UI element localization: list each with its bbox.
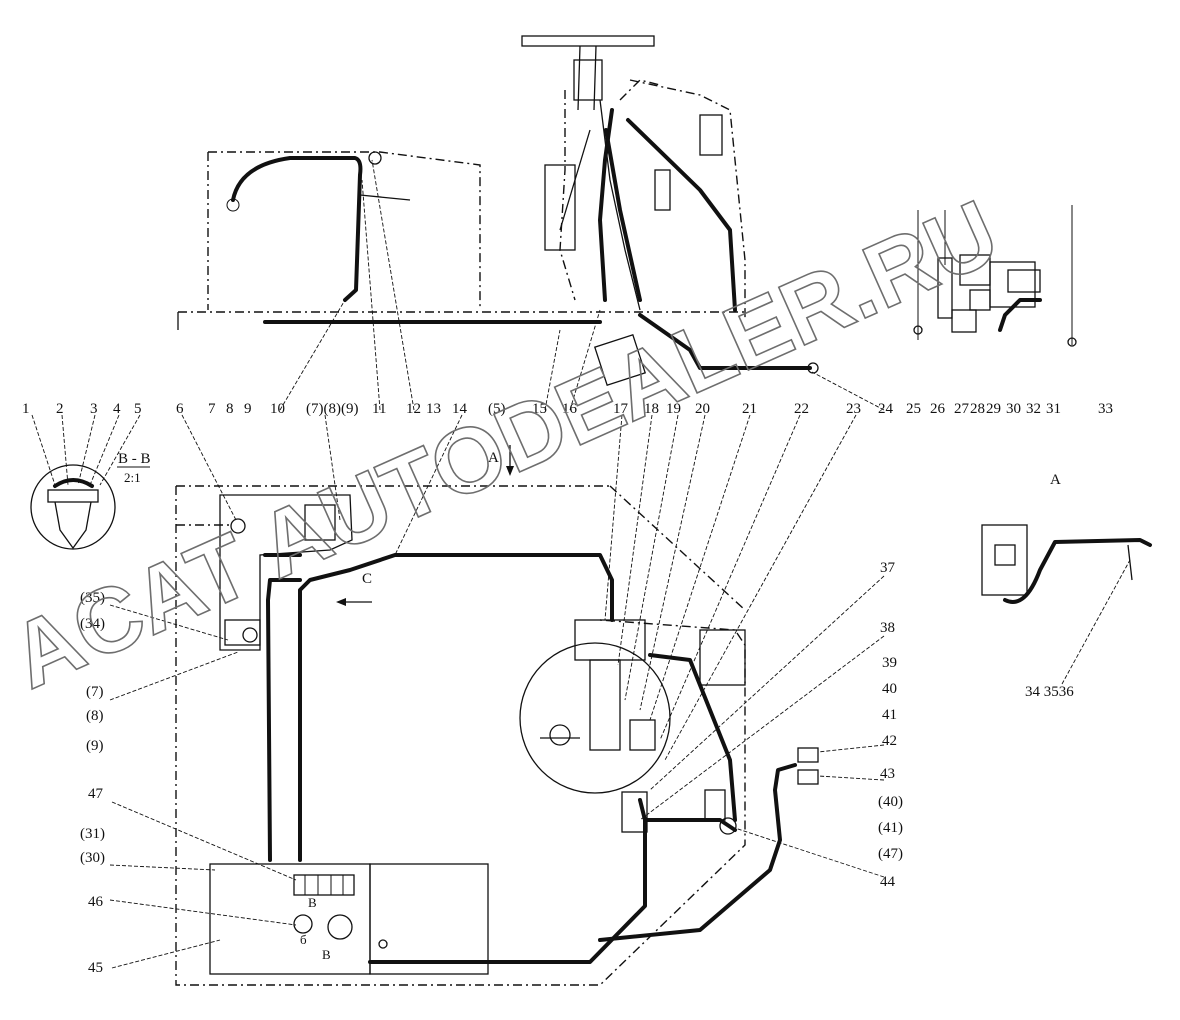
callout-7-8-9: (7)(8)(9) xyxy=(306,401,358,417)
callout-39: 39 xyxy=(882,655,897,671)
watermark: ACAT AUTODEALER.RU xyxy=(0,181,1012,708)
leader-lines xyxy=(31,159,1131,969)
cab-side-view xyxy=(177,35,819,387)
callout-13: 13 xyxy=(426,401,441,417)
callout-6: 6 xyxy=(176,401,184,417)
callout-16: 16 xyxy=(562,401,578,417)
callout-31: 31 xyxy=(1046,401,1061,417)
callout-34: (34) xyxy=(80,616,105,632)
callout-28: 28 xyxy=(970,401,985,417)
callout-44: 44 xyxy=(880,874,896,890)
callout-24: 24 xyxy=(878,401,894,417)
section-scale: 2:1 xyxy=(124,470,141,485)
callout-21: 21 xyxy=(742,401,757,417)
callout-40: 40 xyxy=(882,681,897,697)
arrow-label-c: C xyxy=(362,571,372,587)
callout-20: 20 xyxy=(695,401,710,417)
fuse-row xyxy=(293,874,355,896)
callout-23: 23 xyxy=(846,401,861,417)
section-label-bb: B - B xyxy=(118,451,151,467)
view-a-detail xyxy=(981,524,1152,604)
callout-40b: (40) xyxy=(878,794,903,810)
panel-mark-small: б xyxy=(300,932,307,947)
callout-45: 45 xyxy=(88,960,103,976)
callout-3: 3 xyxy=(90,401,98,417)
callout-18: 18 xyxy=(644,401,659,417)
callout-41b: (41) xyxy=(878,820,903,836)
callout-19: 19 xyxy=(666,401,681,417)
callout-7s: (7) xyxy=(86,684,104,700)
callout-17: 17 xyxy=(613,401,629,417)
callout-14: 14 xyxy=(452,401,468,417)
callout-22: 22 xyxy=(794,401,809,417)
callout-5: 5 xyxy=(134,401,142,417)
panel-mark-b1: B xyxy=(308,895,317,910)
floor-plan-view xyxy=(175,485,819,986)
callout-47: 47 xyxy=(88,786,104,802)
callout-35: (35) xyxy=(80,590,105,606)
callout-26: 26 xyxy=(930,401,946,417)
callout-8: 8 xyxy=(226,401,234,417)
callout-5b: (5) xyxy=(488,401,506,417)
callout-46: 46 xyxy=(88,894,104,910)
view-label-a-top: A xyxy=(488,450,499,466)
callout-30s: (30) xyxy=(80,850,105,866)
view-label-a-right: A xyxy=(1050,472,1061,488)
callout-7: 7 xyxy=(208,401,216,417)
callout-1: 1 xyxy=(22,401,30,417)
callout-29: 29 xyxy=(986,401,1001,417)
panel-mark-b2: B xyxy=(322,947,331,962)
callout-37: 37 xyxy=(880,560,896,576)
callout-2: 2 xyxy=(56,401,64,417)
callout-10: 10 xyxy=(270,401,285,417)
callout-labels: 1 2 3 4 5 6 7 8 9 10 (7)(8)(9) 11 12 13 … xyxy=(22,401,1113,976)
callout-4: 4 xyxy=(113,401,121,417)
callout-15: 15 xyxy=(532,401,547,417)
callout-11: 11 xyxy=(372,401,386,417)
callout-31s: (31) xyxy=(80,826,105,842)
callout-30: 30 xyxy=(1006,401,1021,417)
callout-9: 9 xyxy=(244,401,252,417)
callout-9s: (9) xyxy=(86,738,104,754)
callout-25: 25 xyxy=(906,401,921,417)
callout-41: 41 xyxy=(882,707,897,723)
callout-12: 12 xyxy=(406,401,421,417)
callout-33: 33 xyxy=(1098,401,1113,417)
callout-43: 43 xyxy=(880,766,895,782)
callout-38: 38 xyxy=(880,620,895,636)
callout-34-35-36: 34 3536 xyxy=(1025,684,1074,700)
callout-42: 42 xyxy=(882,733,897,749)
section-bb-detail xyxy=(30,464,116,550)
callout-47b: (47) xyxy=(878,846,903,862)
fuse-block-detail xyxy=(913,205,1077,347)
steering-wheel xyxy=(521,35,655,47)
callout-27: 27 xyxy=(954,401,970,417)
callout-32: 32 xyxy=(1026,401,1041,417)
callout-8s: (8) xyxy=(86,708,104,724)
